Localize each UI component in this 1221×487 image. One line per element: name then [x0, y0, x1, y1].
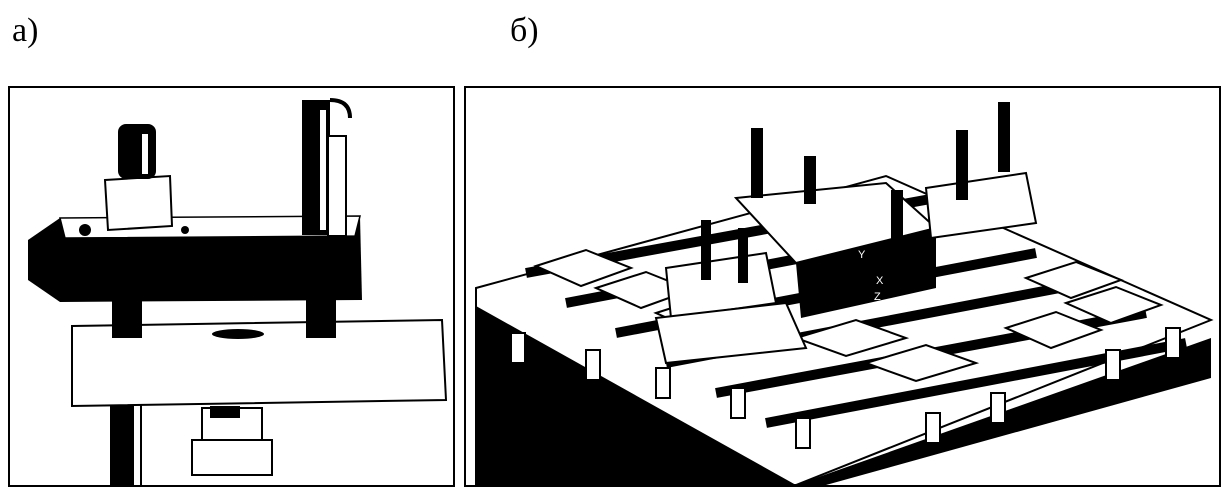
fixture-table-illustration: Y X Z: [475, 102, 1214, 485]
clamp-assembly-illustration: [28, 98, 448, 485]
axis-label-y: Y: [858, 249, 866, 261]
subfigure-label-b: б): [510, 12, 539, 49]
right-stud: [306, 298, 336, 338]
left-stud: [112, 298, 142, 338]
t-nut: [191, 406, 273, 476]
fixture-table-panel: Y X Z: [464, 86, 1221, 487]
clamp-strap: [28, 215, 362, 302]
coordinate-axes: Y X Z: [858, 249, 884, 303]
hex-nut: [103, 124, 174, 232]
axis-label-z: Z: [874, 291, 881, 303]
clamp-studs: [701, 102, 1010, 283]
slot-notches: [510, 327, 1181, 449]
tall-right-stud: [302, 98, 352, 237]
axis-label-x: X: [876, 275, 884, 287]
clamp-assembly-panel: [8, 86, 455, 487]
central-fixture: [654, 171, 1038, 365]
subfigure-label-a: а): [12, 12, 39, 49]
